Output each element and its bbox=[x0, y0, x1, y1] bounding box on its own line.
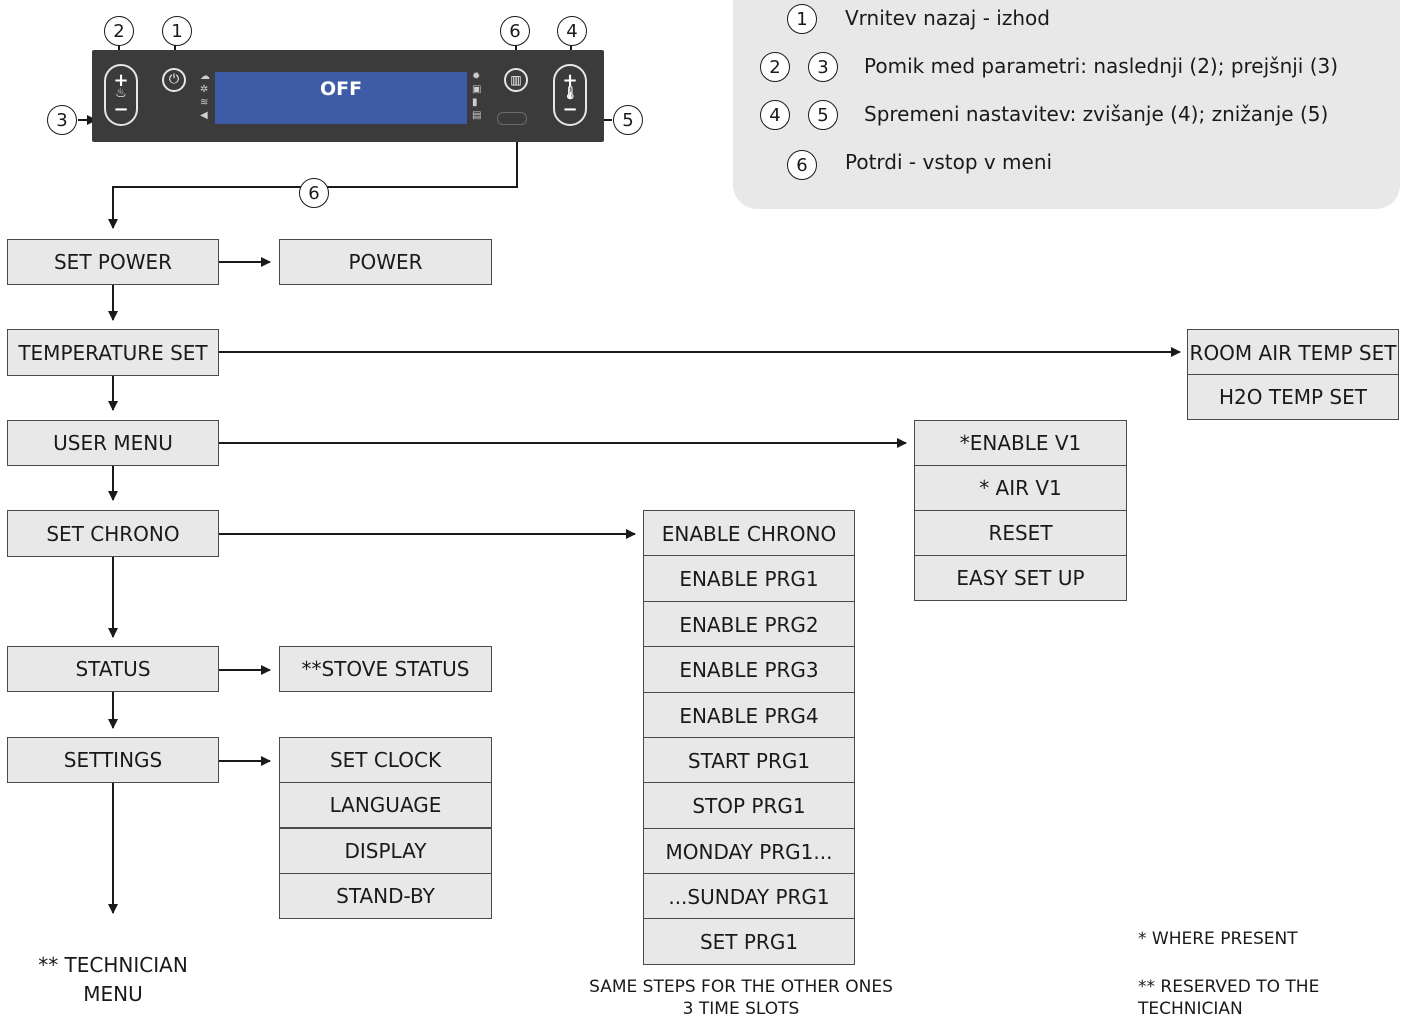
power-level-buttons[interactable]: + ♨ − bbox=[104, 64, 138, 126]
menu-set-power: SET POWER bbox=[7, 239, 219, 285]
submenu-settings-item: SET CLOCK bbox=[279, 737, 492, 783]
legend-number: 1 bbox=[787, 4, 817, 34]
submenu-chrono-item: STOP PRG1 bbox=[643, 782, 855, 829]
technician-menu-label: ** TECHNICIAN MENU bbox=[10, 951, 216, 1009]
submenu-settings-item: LANGUAGE bbox=[279, 782, 492, 828]
legend-text: Potrdi - vstop v meni bbox=[845, 150, 1053, 174]
legend-number: 3 bbox=[808, 52, 838, 82]
submenu-chrono-item: ...SUNDAY PRG1 bbox=[643, 873, 855, 920]
legend-text: Spremeni nastavitev: zvišanje (4); zniža… bbox=[864, 102, 1329, 126]
menu-settings: SETTINGS bbox=[7, 737, 219, 783]
submenu-chrono-item: ENABLE PRG2 bbox=[643, 601, 855, 648]
submenu-h2o-temp: H2O TEMP SET bbox=[1187, 374, 1399, 420]
callout-1: 1 bbox=[162, 16, 192, 46]
submenu-enable-v1: *ENABLE V1 bbox=[914, 420, 1127, 466]
submenu-settings-item: STAND-BY bbox=[279, 873, 492, 919]
footnote-reserved-line: ** RESERVED TO THE bbox=[1138, 977, 1320, 997]
temperature-buttons[interactable]: + 🌡 − bbox=[553, 64, 587, 126]
submenu-chrono-item: MONDAY PRG1... bbox=[643, 828, 855, 875]
callout-5: 5 bbox=[613, 105, 643, 135]
submenu-chrono-item: START PRG1 bbox=[643, 737, 855, 784]
plus-icon[interactable]: + bbox=[113, 70, 129, 91]
submenu-power: POWER bbox=[279, 239, 492, 285]
submenu-chrono-item: ENABLE CHRONO bbox=[643, 510, 855, 557]
submenu-easy-setup: EASY SET UP bbox=[914, 555, 1127, 601]
legend-number: 2 bbox=[760, 52, 790, 82]
footnote-where-present: * WHERE PRESENT bbox=[1138, 929, 1298, 949]
power-icon[interactable]: ⏻ bbox=[162, 68, 186, 92]
minus-icon[interactable]: − bbox=[562, 99, 578, 120]
callout-6: 6 bbox=[500, 16, 530, 46]
menu-status: STATUS bbox=[7, 646, 219, 692]
minus-icon[interactable]: − bbox=[113, 99, 129, 120]
callout-2: 2 bbox=[104, 16, 134, 46]
callout-3: 3 bbox=[47, 105, 77, 135]
menu-user-menu: USER MENU bbox=[7, 420, 219, 466]
submenu-room-air-temp: ROOM AIR TEMP SET bbox=[1187, 329, 1399, 376]
submenu-reset: RESET bbox=[914, 510, 1127, 556]
menu-temperature-set: TEMPERATURE SET bbox=[7, 329, 219, 376]
legend-panel bbox=[733, 0, 1400, 209]
flow-step-6: 6 bbox=[299, 178, 329, 208]
thermometer-icon: 🌡 bbox=[561, 86, 579, 101]
callout-4: 4 bbox=[557, 16, 587, 46]
legend-number: 5 bbox=[808, 100, 838, 130]
legend-text: Pomik med parametri: naslednji (2); prej… bbox=[864, 54, 1339, 78]
legend-text: Vrnitev nazaj - izhod bbox=[845, 6, 1050, 30]
legend-number: 4 bbox=[760, 100, 790, 130]
footnote-reserved: ** RESERVED TO THE TECHNICIAN bbox=[1138, 976, 1319, 1020]
submenu-settings-item: DISPLAY bbox=[279, 828, 492, 874]
footnote-reserved-line: TECHNICIAN bbox=[1138, 999, 1243, 1019]
submenu-chrono-item: ENABLE PRG3 bbox=[643, 646, 855, 693]
technician-menu-line: MENU bbox=[83, 982, 143, 1006]
submenu-stove-status: **STOVE STATUS bbox=[279, 646, 492, 692]
menu-book-icon[interactable]: ▥ bbox=[504, 68, 528, 92]
display-screen: OFF bbox=[215, 72, 467, 124]
flame-icon: ♨ bbox=[115, 86, 127, 101]
legend-number: 6 bbox=[787, 150, 817, 180]
chrono-note: SAME STEPS FOR THE OTHER ONES 3 TIME SLO… bbox=[560, 976, 922, 1020]
technician-menu-line: ** TECHNICIAN bbox=[38, 953, 188, 977]
right-status-icons: ✹▣▮▤ bbox=[472, 71, 482, 121]
submenu-air-v1: * AIR V1 bbox=[914, 465, 1127, 511]
submenu-chrono-item: ENABLE PRG4 bbox=[643, 692, 855, 739]
left-status-icons: ☁✲≋◀ bbox=[200, 71, 210, 121]
submenu-chrono-item: SET PRG1 bbox=[643, 918, 855, 965]
submenu-chrono-item: ENABLE PRG1 bbox=[643, 555, 855, 602]
plus-icon[interactable]: + bbox=[562, 70, 578, 91]
chrono-note-line: 3 TIME SLOTS bbox=[682, 999, 800, 1019]
receiver-slot bbox=[497, 112, 527, 125]
chrono-note-line: SAME STEPS FOR THE OTHER ONES bbox=[589, 977, 893, 997]
menu-set-chrono: SET CHRONO bbox=[7, 510, 219, 557]
